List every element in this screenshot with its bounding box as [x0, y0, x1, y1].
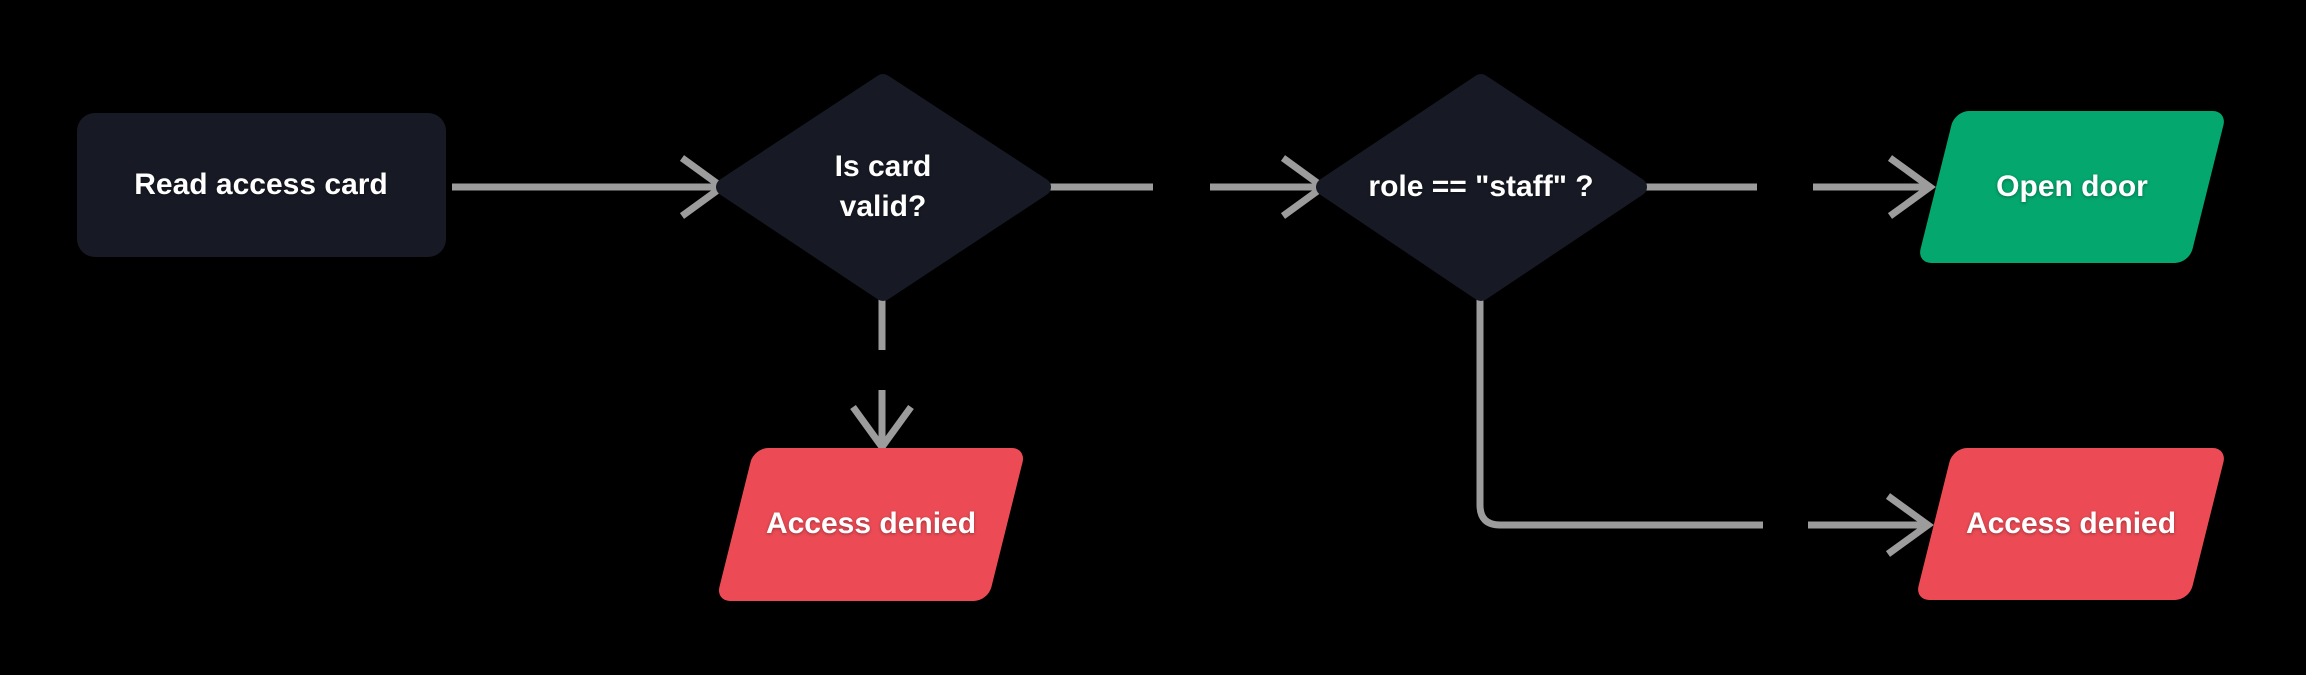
node-is-card-valid-label: Is card valid?	[834, 150, 932, 223]
edge-role-to-denied	[1476, 296, 1934, 557]
node-read-access-card-label: Read access card	[134, 168, 388, 201]
edge-valid-to-denied	[850, 296, 914, 453]
arrowhead-icon	[1885, 493, 1934, 557]
edge-role-to-open	[1644, 155, 1936, 219]
edge-line	[1476, 296, 1763, 529]
node-access-denied-left-label: Access denied	[765, 507, 977, 540]
arrowhead-icon	[1887, 155, 1936, 219]
node-is-card-valid-shape	[716, 74, 1051, 301]
arrowhead-icon	[850, 404, 914, 453]
node-open-door-label: Open door	[1996, 170, 2148, 203]
node-read-access-card-shape	[77, 113, 446, 257]
node-access-denied-right-label: Access denied	[1965, 507, 2177, 540]
edge-read-to-valid	[452, 155, 728, 219]
node-role-staff-shape	[1316, 74, 1647, 301]
edge-valid-to-role	[1044, 155, 1329, 219]
node-role-staff-label: role == "staff" ?	[1368, 170, 1594, 203]
